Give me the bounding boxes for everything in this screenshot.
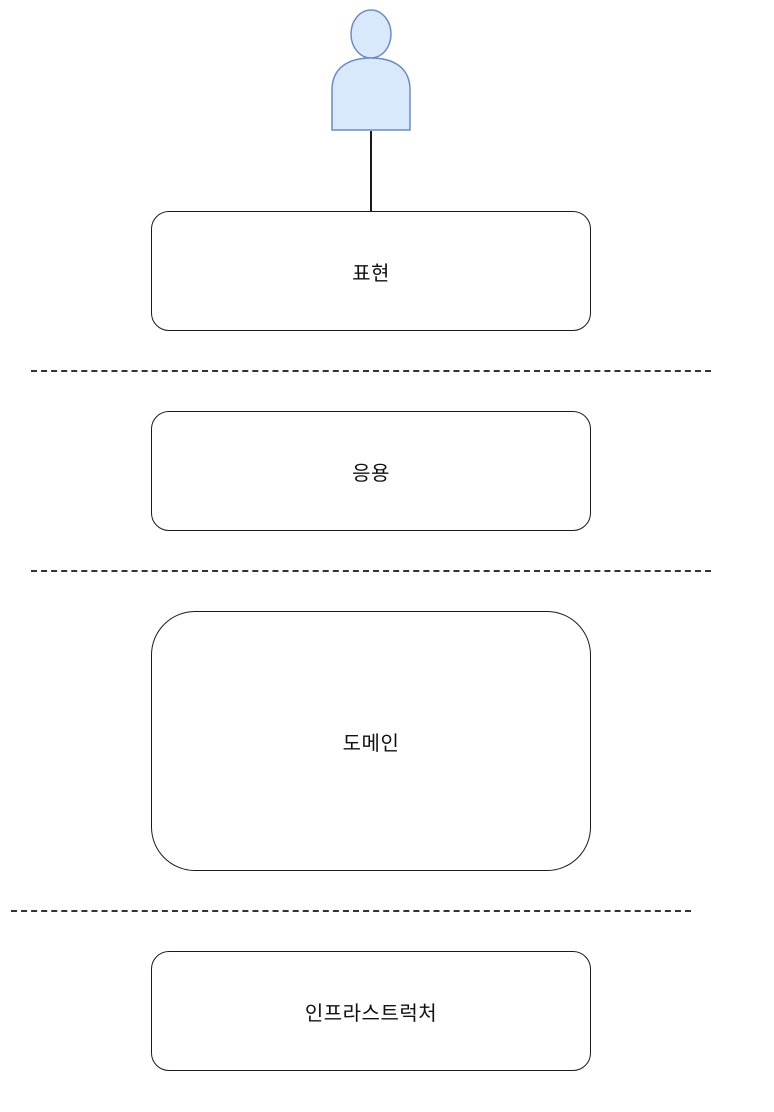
layer-separator-2 bbox=[31, 570, 711, 572]
domain-layer-box: 도메인 bbox=[151, 611, 591, 871]
infrastructure-layer-box: 인프라스트럭처 bbox=[151, 951, 591, 1071]
application-layer-box: 응용 bbox=[151, 411, 591, 531]
layer-separator-3 bbox=[11, 910, 691, 912]
domain-layer-label: 도메인 bbox=[342, 730, 400, 755]
layer-separator-1 bbox=[31, 370, 711, 372]
infrastructure-layer-label: 인프라스트럭처 bbox=[304, 1000, 438, 1025]
user-icon bbox=[331, 9, 411, 131]
actor-connector-line bbox=[370, 131, 372, 211]
application-layer-label: 응용 bbox=[352, 460, 390, 485]
presentation-layer-box: 표현 bbox=[151, 211, 591, 331]
presentation-layer-label: 표현 bbox=[352, 260, 390, 285]
